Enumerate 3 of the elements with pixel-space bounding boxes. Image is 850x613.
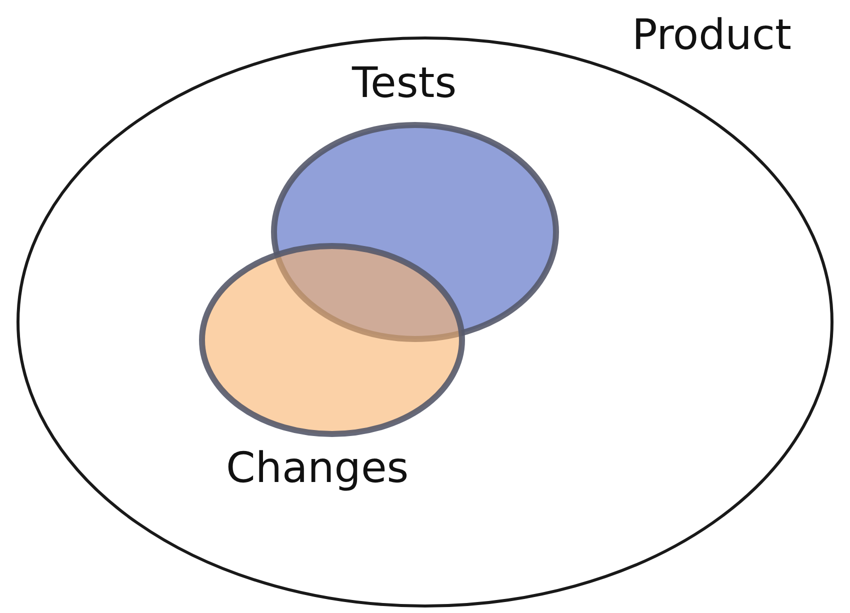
- set-label: Tests: [352, 62, 457, 104]
- set-label: Changes: [226, 447, 409, 489]
- set-label: Product: [632, 14, 792, 56]
